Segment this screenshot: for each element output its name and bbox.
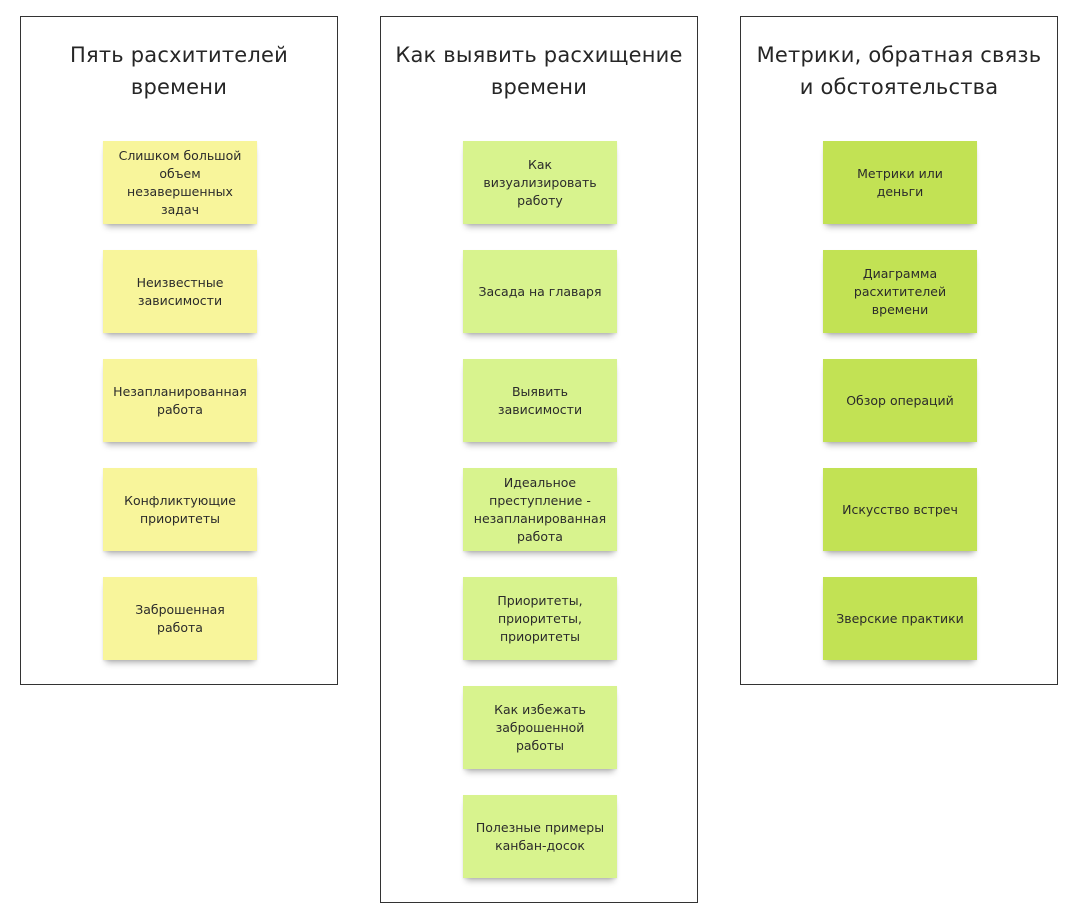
sticky-note[interactable]: Незапланированная работа xyxy=(103,359,257,442)
sticky-note-text: Засада на главаря xyxy=(478,283,602,299)
sticky-note[interactable]: Обзор операций xyxy=(823,359,977,442)
column-metrics-feedback: Метрики, обратная связь и обстоятельства… xyxy=(740,16,1058,685)
sticky-note-text: Идеальное преступление - незапланированн… xyxy=(473,474,607,544)
sticky-note-text: Незапланированная работа xyxy=(113,383,247,417)
sticky-note[interactable]: Зверские практики xyxy=(823,577,977,660)
column-title: Метрики, обратная связь и обстоятельства xyxy=(756,43,1042,99)
sticky-note-text: Зверские практики xyxy=(836,610,964,626)
sticky-note[interactable]: Метрики или деньги xyxy=(823,141,977,224)
sticky-note-text: Обзор операций xyxy=(846,392,954,408)
sticky-note[interactable]: Заброшенная работа xyxy=(103,577,257,660)
sticky-note[interactable]: Слишком большой объем незавершенных зада… xyxy=(103,141,257,224)
column-title: Пять расхитителей времени xyxy=(70,43,288,99)
sticky-note[interactable]: Конфликтующие приоритеты xyxy=(103,468,257,551)
sticky-note-text: Диаграмма расхитителей времени xyxy=(853,265,947,317)
sticky-note-text: Искусство встреч xyxy=(842,501,958,517)
sticky-note[interactable]: Неизвестные зависимости xyxy=(103,250,257,333)
sticky-note-text: Как избежать заброшенной работы xyxy=(494,701,586,753)
column-detect-time-theft: Как выявить расхищение времени Как визуа… xyxy=(380,16,698,903)
sticky-note-text: Полезные примеры канбан-досок xyxy=(475,819,605,853)
sticky-note[interactable]: Полезные примеры канбан-досок xyxy=(463,795,617,878)
column-time-thieves: Пять расхитителей времени Слишком большо… xyxy=(20,16,338,685)
sticky-note[interactable]: Искусство встреч xyxy=(823,468,977,551)
sticky-note-text: Выявить зависимости xyxy=(497,383,583,417)
sticky-note-text: Слишком большой объем незавершенных зада… xyxy=(118,147,242,217)
sticky-note-text: Заброшенная работа xyxy=(135,601,225,635)
sticky-note-text: Как визуализировать работу xyxy=(483,156,597,208)
sticky-note[interactable]: Идеальное преступление - незапланированн… xyxy=(463,468,617,551)
sticky-note[interactable]: Как избежать заброшенной работы xyxy=(463,686,617,769)
sticky-note[interactable]: Приоритеты, приоритеты, приоритеты xyxy=(463,577,617,660)
sticky-note-text: Метрики или деньги xyxy=(857,165,943,199)
sticky-note-text: Приоритеты, приоритеты, приоритеты xyxy=(497,592,583,644)
column-title: Как выявить расхищение времени xyxy=(395,43,683,99)
sticky-note[interactable]: Диаграмма расхитителей времени xyxy=(823,250,977,333)
sticky-note[interactable]: Выявить зависимости xyxy=(463,359,617,442)
sticky-note-text: Конфликтующие приоритеты xyxy=(124,492,236,526)
sticky-note-text: Неизвестные зависимости xyxy=(136,274,224,308)
sticky-note[interactable]: Как визуализировать работу xyxy=(463,141,617,224)
sticky-note[interactable]: Засада на главаря xyxy=(463,250,617,333)
